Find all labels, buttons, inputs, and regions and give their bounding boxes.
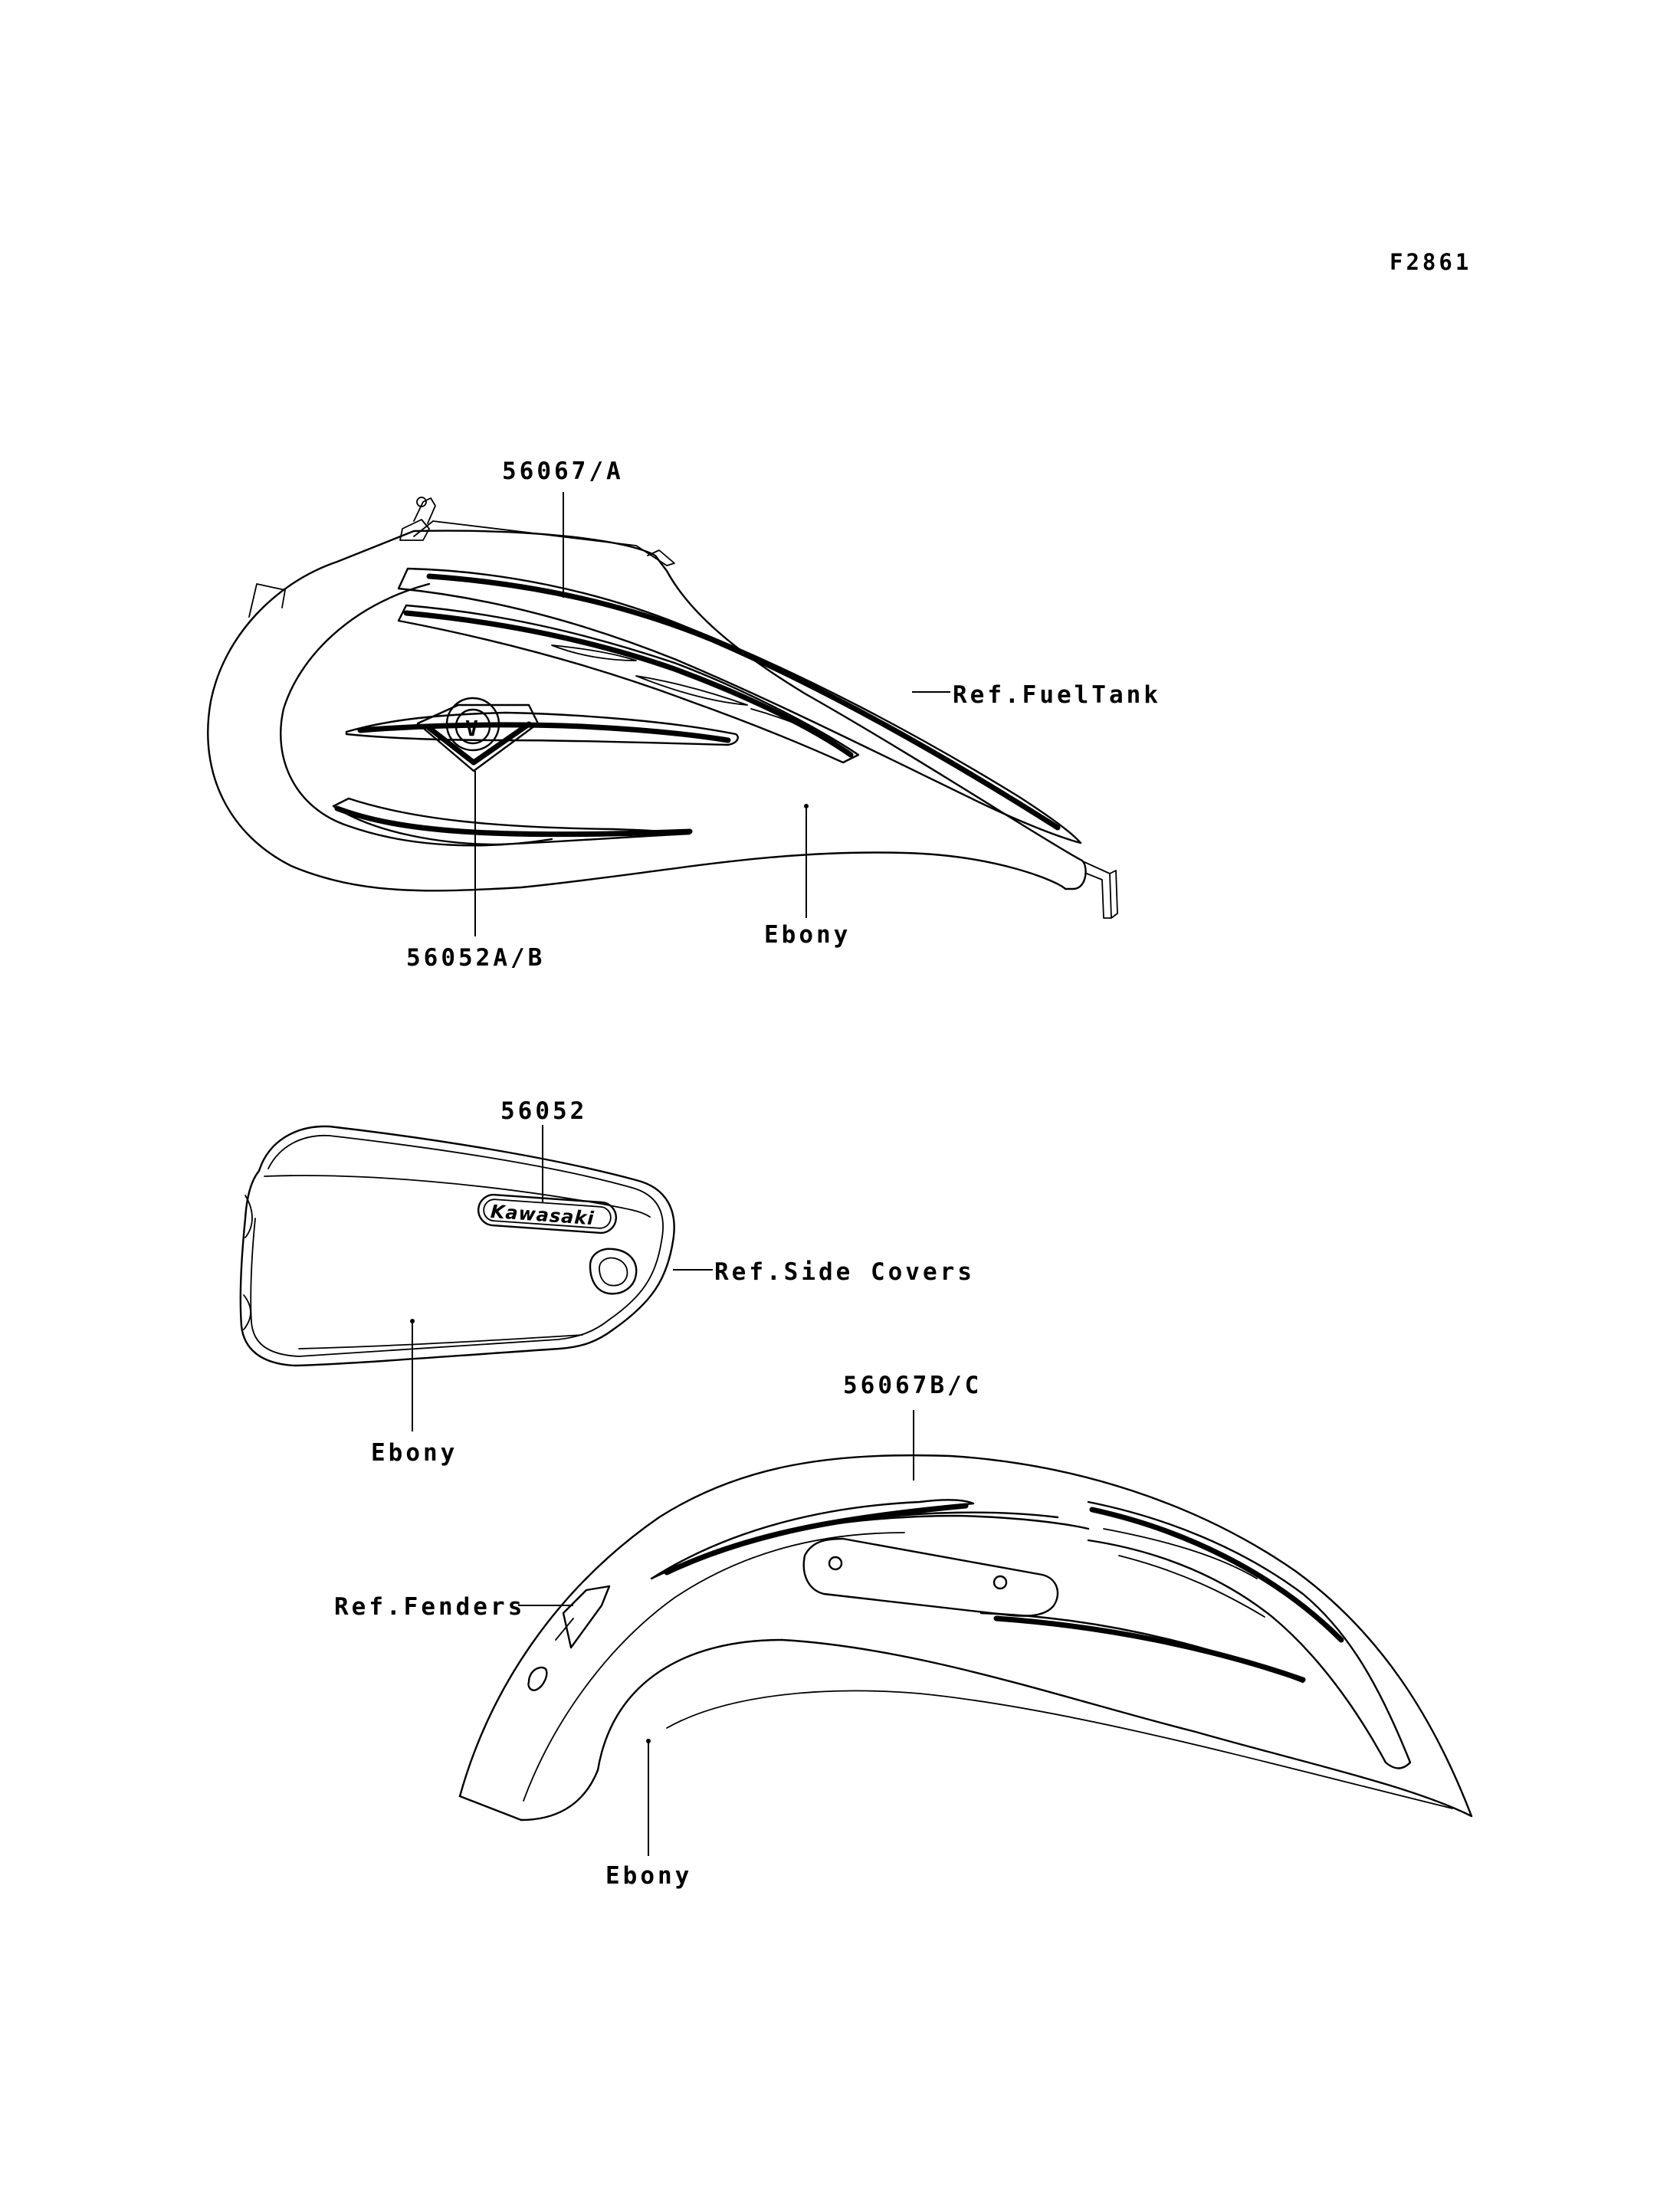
figure-code: F2861 <box>1390 249 1472 275</box>
emblem-letter: V <box>465 716 478 741</box>
label-tank-emblem: 56052A/B <box>406 944 545 972</box>
label-tank-stripe: 56067/A <box>502 457 624 485</box>
label-tank-color: Ebony <box>764 921 851 949</box>
fuel-tank: V <box>207 497 1118 919</box>
label-cover-color: Ebony <box>371 1439 458 1467</box>
label-fender-ref: Ref.Fenders <box>334 1593 525 1621</box>
label-fender-stripe: 56067B/C <box>843 1372 982 1399</box>
rear-fender <box>458 1454 1473 1822</box>
marker-fender-color <box>646 1739 651 1743</box>
label-fender-color: Ebony <box>605 1862 692 1890</box>
label-cover-emblem: 56052 <box>500 1097 587 1125</box>
label-tank-ref: Ref.FuelTank <box>953 681 1161 709</box>
label-cover-ref: Ref.Side Covers <box>714 1258 975 1286</box>
marker-cover-color <box>410 1319 415 1323</box>
side-cover: Kawasaki <box>239 1125 675 1367</box>
marker-tank-color <box>804 804 809 808</box>
